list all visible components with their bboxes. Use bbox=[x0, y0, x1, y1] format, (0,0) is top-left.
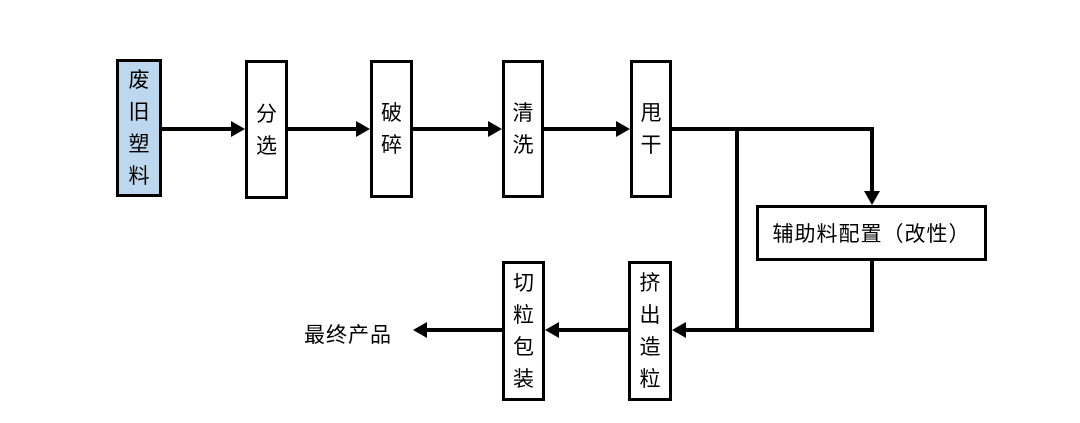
connector-down-to-auxiliary bbox=[870, 127, 874, 191]
node-auxiliary-config: 辅助料配置（改性） bbox=[756, 205, 987, 261]
arrowhead-into-crushing bbox=[356, 121, 370, 137]
node-crushing: 破碎 bbox=[370, 60, 413, 198]
connector-washing-to-spin-dry bbox=[544, 127, 618, 131]
connector-to-extrusion bbox=[684, 328, 874, 332]
connector-sorting-to-crushing bbox=[288, 127, 358, 131]
connector-crushing-to-washing bbox=[413, 127, 490, 131]
node-sorting-label: 分选 bbox=[256, 101, 277, 158]
connector-spin-dry-output bbox=[672, 127, 874, 131]
connector-extrusion-to-cutting bbox=[557, 328, 628, 332]
arrowhead-into-washing bbox=[488, 121, 502, 137]
node-waste-plastic-label: 废旧塑料 bbox=[128, 68, 150, 188]
arrowhead-into-extrusion bbox=[672, 322, 686, 338]
connector-bypass-vertical bbox=[735, 127, 739, 332]
arrowhead-into-sorting bbox=[231, 121, 245, 137]
arrowhead-into-final-product bbox=[413, 322, 427, 338]
node-washing-label: 清洗 bbox=[512, 101, 534, 157]
node-extrusion-pelletizing-label: 挤出造粒 bbox=[639, 271, 661, 391]
node-auxiliary-config-label: 辅助料配置（改性） bbox=[772, 222, 971, 246]
node-spin-dry-label: 甩干 bbox=[640, 101, 662, 157]
arrowhead-into-cutting bbox=[545, 322, 559, 338]
node-washing: 清洗 bbox=[502, 60, 544, 198]
connector-auxiliary-output-down bbox=[870, 261, 874, 332]
node-crushing-label: 破碎 bbox=[381, 101, 402, 157]
arrowhead-into-auxiliary bbox=[864, 191, 880, 205]
node-pellet-cutting-packaging-label: 切粒包装 bbox=[513, 271, 534, 391]
connector-waste-plastic-to-sorting bbox=[162, 127, 233, 131]
arrowhead-into-spin-dry bbox=[616, 121, 630, 137]
node-pellet-cutting-packaging: 切粒包装 bbox=[502, 261, 545, 401]
node-waste-plastic: 废旧塑料 bbox=[116, 59, 162, 197]
connector-cutting-to-final-product bbox=[425, 328, 502, 332]
node-extrusion-pelletizing: 挤出造粒 bbox=[628, 261, 672, 401]
node-spin-dry: 甩干 bbox=[630, 60, 672, 198]
node-sorting: 分选 bbox=[245, 60, 288, 199]
final-product-label: 最终产品 bbox=[304, 323, 392, 347]
